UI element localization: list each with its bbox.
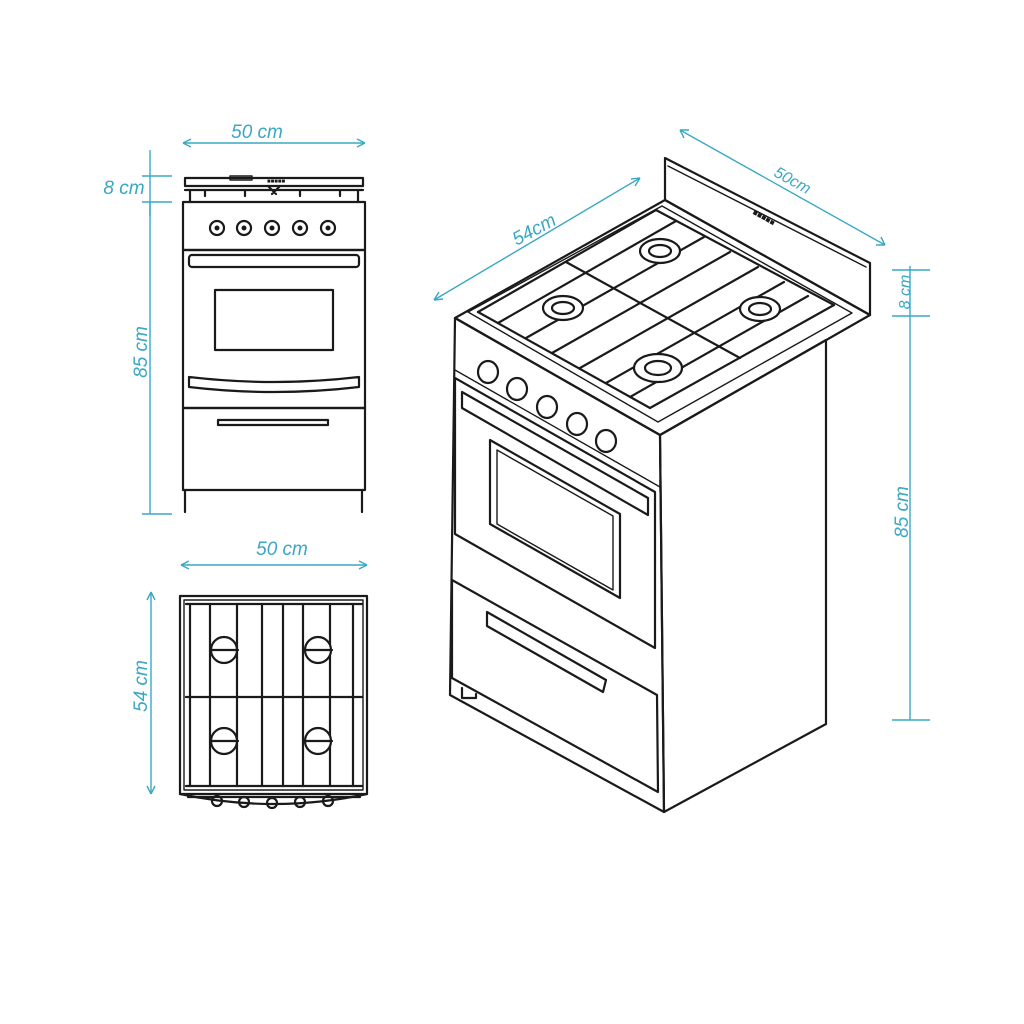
front-drawer [181,406,367,492]
knob-icon [235,219,253,237]
top-cooktop [178,594,369,796]
iso-depth-dimension: 54cm [433,177,641,301]
burner-icon [638,237,682,265]
front-width-label: 50 cm [231,122,283,143]
iso-grates [476,208,836,410]
iso-backguard [663,156,872,317]
top-width-dimension: 50 cm [180,539,368,570]
top-depth-label: 54 cm [131,660,152,712]
knob-icon [319,219,337,237]
knob-icon [505,376,529,402]
knob-icon [535,394,559,420]
top-view: 50 cm 54 cm [131,539,369,810]
knob-icon [594,428,618,454]
svg-text:■■■■■: ■■■■■ [751,208,777,228]
front-height-label: 85 cm [131,326,152,378]
front-view: 50 cm 8 cm 85 cm ■■■■■ [103,122,367,515]
front-backguard-dimension: 8 cm [103,150,172,216]
iso-backguard-label: 8 cm [897,275,914,310]
iso-side-panel [658,338,828,814]
iso-height-dimension: 85 cm [892,318,930,721]
front-height-dimension: 85 cm [131,202,172,515]
knob-icon [263,219,281,237]
isometric-view: 54cm 50cm 8 cm 85 cm ■■■■■ [433,129,930,814]
front-backguard [183,176,365,188]
front-width-dimension: 50 cm [182,122,366,148]
burner-icon [738,295,782,323]
top-depth-dimension: 54 cm [131,591,156,795]
iso-height-label: 85 cm [892,486,913,538]
knob-icon [291,219,309,237]
knob-icon [565,411,589,437]
svg-text:■■■■■: ■■■■■ [267,179,285,185]
iso-control-panel [454,359,661,488]
front-oven-window [213,288,335,352]
front-oven-door [181,248,367,410]
knob-icon [208,219,226,237]
top-width-label: 50 cm [256,539,308,560]
iso-front-face [448,316,666,814]
iso-drawer [450,578,660,794]
knob-icon [476,359,500,385]
burner-icon [541,294,585,322]
burner-icon [632,352,684,384]
iso-depth-label: 54cm [509,210,560,250]
iso-oven-window [488,438,622,600]
front-backguard-label: 8 cm [103,178,144,199]
iso-oven-door [453,376,657,650]
iso-backguard-dimension: 8 cm [892,266,930,318]
